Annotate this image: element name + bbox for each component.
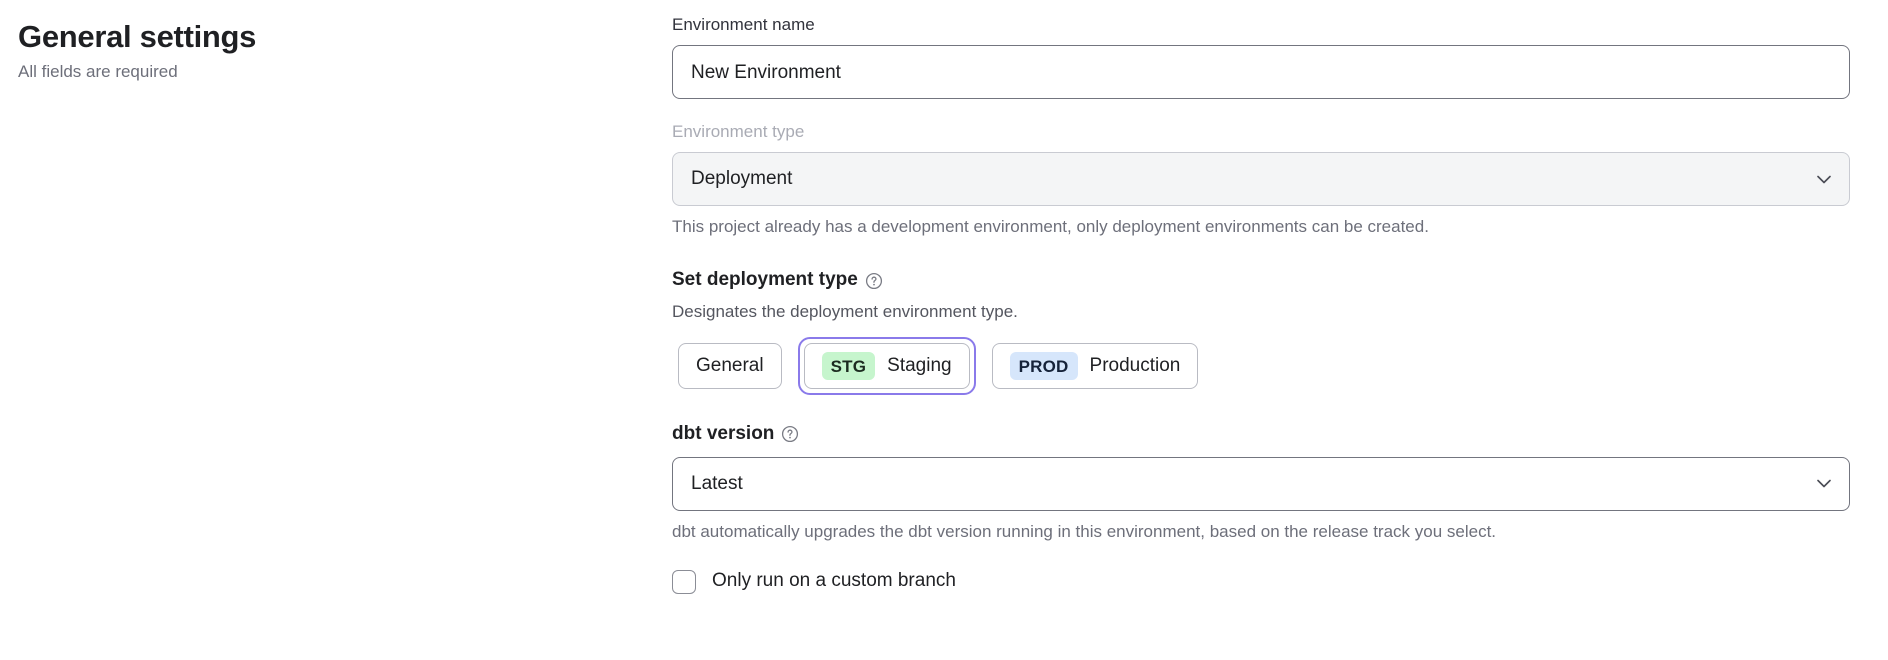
help-circle-icon[interactable] (781, 425, 799, 443)
environment-name-field: Environment name New Environment (672, 14, 1850, 100)
chevron-down-icon (1817, 175, 1831, 183)
environment-name-value: New Environment (691, 61, 841, 83)
environment-name-input[interactable]: New Environment (672, 45, 1850, 100)
deployment-option-staging-label: Staging (887, 355, 952, 377)
environment-type-help: This project already has a development e… (672, 217, 1429, 237)
deployment-option-production-wrap: PROD Production (986, 337, 1205, 395)
deployment-type-field: Set deployment type Designates the deplo… (672, 269, 1850, 396)
environment-type-select[interactable]: Deployment (672, 152, 1850, 207)
dbt-version-select[interactable]: Latest (672, 456, 1850, 511)
deployment-type-heading-row: Set deployment type (672, 269, 1850, 292)
page-title: General settings (18, 19, 257, 54)
help-circle-icon[interactable] (865, 272, 883, 290)
environment-type-field: Environment type Deployment This project… (672, 121, 1850, 239)
deployment-type-heading: Set deployment type (672, 269, 858, 291)
custom-branch-label[interactable]: Only run on a custom branch (712, 570, 956, 592)
settings-header-column: General settings All fields are required (0, 0, 672, 83)
deployment-option-staging-wrap: STG Staging (797, 337, 976, 396)
deployment-option-general-wrap: General (672, 337, 788, 395)
production-badge: PROD (1009, 352, 1078, 381)
settings-form-column: Environment name New Environment Environ… (672, 0, 1888, 594)
environment-type-value: Deployment (691, 168, 793, 190)
page-subtitle: All fields are required (18, 62, 178, 82)
deployment-option-production[interactable]: PROD Production (991, 343, 1199, 390)
dbt-version-value: Latest (691, 472, 743, 494)
deployment-option-general[interactable]: General (678, 343, 782, 390)
deployment-type-description: Designates the deployment environment ty… (672, 301, 1018, 321)
deployment-option-production-label: Production (1089, 355, 1181, 377)
custom-branch-row[interactable]: Only run on a custom branch (672, 569, 1850, 594)
dbt-version-heading-row: dbt version (672, 423, 1850, 446)
dbt-version-label: dbt version (672, 423, 775, 445)
dbt-version-help: dbt automatically upgrades the dbt versi… (672, 521, 1497, 541)
environment-type-label: Environment type (672, 122, 805, 142)
environment-name-label: Environment name (672, 15, 815, 34)
custom-branch-checkbox[interactable] (672, 569, 696, 594)
deployment-option-staging[interactable]: STG Staging (803, 343, 970, 390)
chevron-down-icon (1817, 480, 1831, 488)
deployment-type-options: General STG Staging PROD Production (672, 337, 1850, 396)
dbt-version-field: dbt version Latest dbt automatically upg… (672, 423, 1850, 544)
staging-badge: STG (821, 352, 876, 381)
deployment-option-general-label: General (696, 355, 764, 377)
